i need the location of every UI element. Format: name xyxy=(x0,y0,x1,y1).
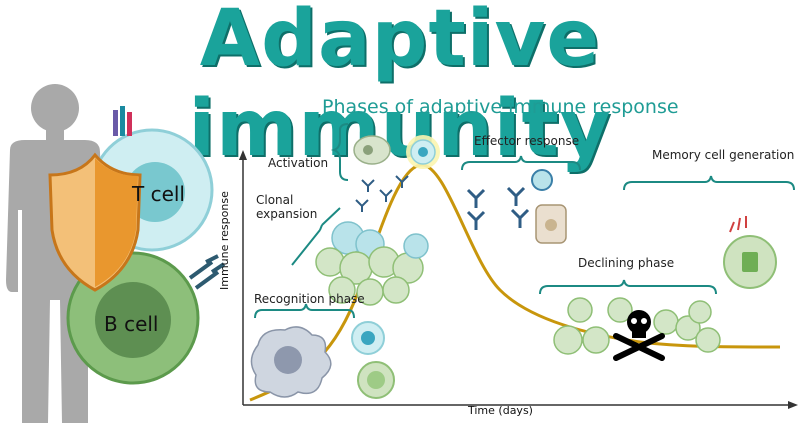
page-title: Adaptive immunity xyxy=(188,0,612,174)
t-cell-small-icon xyxy=(351,321,385,355)
declining-phase-cells xyxy=(553,297,721,355)
plasma-cell-icon xyxy=(353,135,391,165)
diagram-subtitle: Phases of adaptive immune response xyxy=(322,96,679,118)
memory-cell-icon xyxy=(723,216,777,289)
shield-icon xyxy=(48,152,142,292)
bracket-effector xyxy=(461,155,581,171)
bracket-recognition xyxy=(254,303,355,319)
label-clonal-line1: Clonal xyxy=(256,193,294,207)
label-activation: Activation xyxy=(268,156,329,170)
activated-t-cell-icon xyxy=(406,135,440,169)
x-axis-label: Time (days) xyxy=(468,404,533,417)
bracket-declining xyxy=(539,279,717,295)
b-cell-small-icon xyxy=(357,361,395,399)
label-clonal-line2: expansion xyxy=(256,207,318,221)
b-cell-label: B cell xyxy=(104,312,159,336)
antibody-icons xyxy=(355,175,409,212)
effector-antibodies-icon xyxy=(466,186,530,230)
label-effector: Effector response xyxy=(474,134,580,148)
label-recognition: Recognition phase xyxy=(254,292,365,306)
skull-crossbones-icon xyxy=(613,310,665,361)
bracket-memory xyxy=(623,175,795,191)
t-cell-label: T cell xyxy=(132,182,185,206)
effector-cell-icon xyxy=(531,169,567,244)
label-memory: Memory cell generation xyxy=(652,148,795,162)
y-axis-label: Immune response xyxy=(218,191,231,290)
clonal-expansion-cells xyxy=(315,221,429,306)
bracket-activation xyxy=(330,123,349,181)
bracket-clonal-expansion xyxy=(291,207,341,266)
label-declining: Declining phase xyxy=(578,256,675,270)
antigen-presenting-cell-icon xyxy=(250,326,332,398)
chart-axes xyxy=(239,150,798,409)
